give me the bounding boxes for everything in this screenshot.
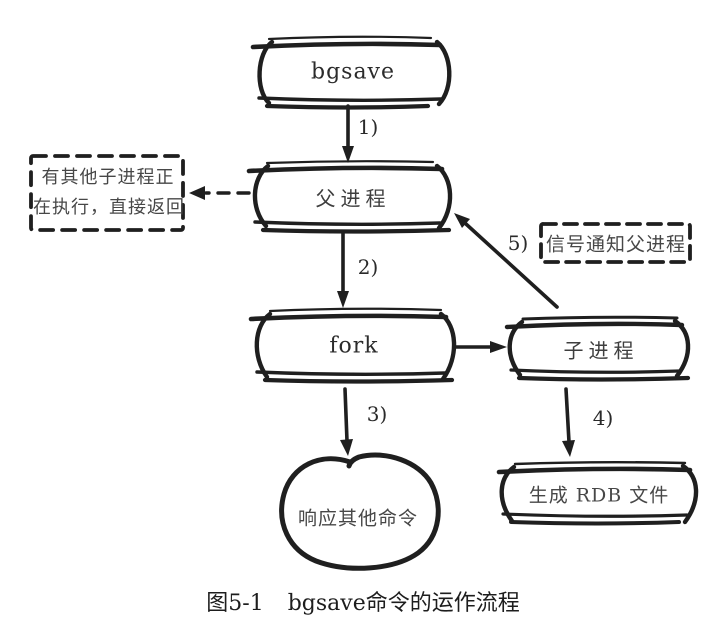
node-parent-label: 父进程 <box>315 186 391 211</box>
edge-step2-arrow <box>337 231 349 308</box>
node-child-box <box>504 315 691 382</box>
step1-label: 1) <box>357 115 379 139</box>
figure-caption-text: bgsave命令的运作流程 <box>287 591 520 616</box>
edge-step4-arrow <box>562 387 575 457</box>
node-fork-box <box>248 307 457 384</box>
note-signal-box <box>539 222 692 264</box>
note-busy-text: 有其他子进程正 在执行，直接返回 <box>33 163 185 223</box>
node-parent-box <box>246 160 453 234</box>
node-fork-label: fork <box>329 333 379 359</box>
figure-caption-number: 图5-1 <box>206 591 264 616</box>
figure-caption: 图5-1 bgsave命令的运作流程 <box>0 585 726 617</box>
node-bgsave-label: bgsave <box>310 59 396 85</box>
step2-label: 2) <box>357 255 379 279</box>
node-respond-blob <box>279 452 441 571</box>
step5-label: 5) <box>507 231 529 255</box>
node-child-label: 子进程 <box>563 338 639 363</box>
step4-label: 4) <box>592 406 614 430</box>
note-signal-text: 信号通知父进程 <box>545 233 687 256</box>
node-rdb-box <box>496 461 699 526</box>
edge-step5-arrow <box>454 213 559 309</box>
edge-fork-child-arrow <box>454 341 507 353</box>
step3-label: 3) <box>366 402 388 426</box>
edge-step3-arrow <box>340 387 353 456</box>
note-busy-line1: 有其他子进程正 <box>41 167 175 188</box>
node-respond-label: 响应其他命令 <box>297 507 419 530</box>
edge-busy-dashed-arrow <box>189 186 251 200</box>
note-busy-box <box>29 154 185 232</box>
edge-step1-arrow <box>342 104 354 163</box>
node-rdb-label: 生成 RDB 文件 <box>528 484 670 507</box>
note-busy-line2: 在执行，直接返回 <box>33 197 185 218</box>
